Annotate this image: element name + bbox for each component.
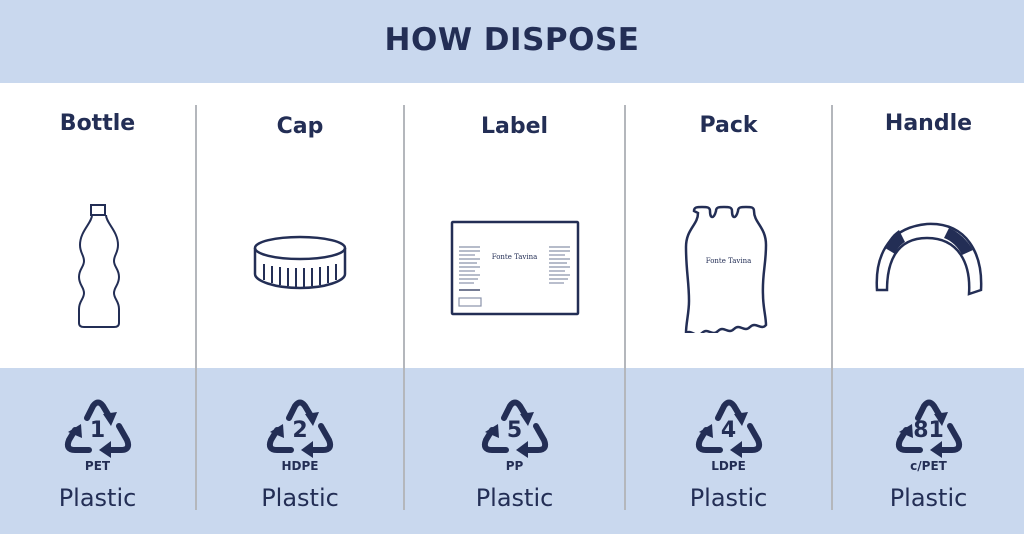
divider [195,105,197,510]
material-label: Plastic [889,484,968,512]
brand-logo-text: Fonte Tavina [705,257,752,265]
recycle-icon [64,399,131,458]
handle-icon [875,222,982,296]
item-name: Bottle [59,111,136,136]
resin-code: PP [505,459,524,473]
item-cap: Cap 2 HDPE Plastic [197,0,403,534]
resin-code: c/PET [910,459,947,473]
material-label: Plastic [689,484,768,512]
resin-code: LDPE [711,459,746,473]
recycle-band [0,368,1024,534]
page-title: HOW DISPOSE [384,22,640,58]
bottle-icon [77,204,120,328]
item-pack: Pack Fonte Tavina 4 LDPE Plastic [626,0,831,534]
resin-number: 2 [292,418,308,443]
divider [403,105,405,510]
item-name: Label [480,114,549,139]
item-bottle: Bottle 1 PET Plastic [0,0,195,534]
header-band [0,0,1024,83]
resin-code: PET [84,459,111,473]
pack-icon [684,205,767,333]
resin-number: 1 [89,418,106,443]
item-name: Cap [276,114,324,139]
material-label: Plastic [58,484,137,512]
material-label: Plastic [475,484,554,512]
item-name: Pack [699,113,758,138]
divider [831,105,833,510]
cap-icon [253,235,347,290]
resin-number: 5 [506,418,523,443]
recycle-icon [695,399,762,458]
recycle-icon [481,399,548,458]
brand-logo-text: Fonte Tavina [491,253,538,261]
label-icon [450,220,579,316]
recycle-icon [266,399,334,458]
resin-number: 4 [720,418,737,443]
divider [624,105,626,510]
item-name: Handle [884,111,973,136]
recycle-icon [895,399,962,458]
item-label: Label Fonte Tavina 5 PP Plastic [405,0,624,534]
resin-code: HDPE [281,459,319,473]
material-label: Plastic [261,484,339,512]
item-handle: Handle 81 c/PET Plastic [833,0,1024,534]
resin-number: 81 [913,418,944,443]
